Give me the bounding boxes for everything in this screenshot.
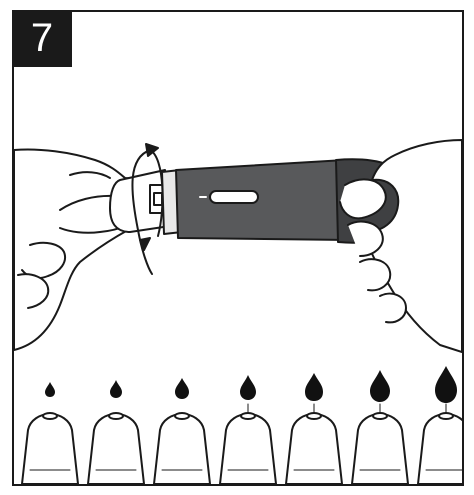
pen-cap-icon [352,404,408,484]
drop-icon [435,366,457,403]
pen-cap-icon [286,404,342,484]
step-number: 7 [31,16,53,61]
drop-icon [240,375,256,400]
dose-drops [45,366,457,403]
drop-icon [305,373,323,401]
drop-icon [110,380,122,398]
pen-cap-icon [22,413,78,484]
pen-tip-row [22,404,474,484]
pen-cap-icon [418,404,474,484]
step-number-badge: 7 [12,10,72,67]
drop-icon [45,382,55,397]
drop-icon [370,370,390,402]
pen-cap-icon [88,413,144,484]
drop-icon [175,378,189,399]
pen-cap-icon [220,404,276,484]
pen-cap-icon [154,413,210,484]
